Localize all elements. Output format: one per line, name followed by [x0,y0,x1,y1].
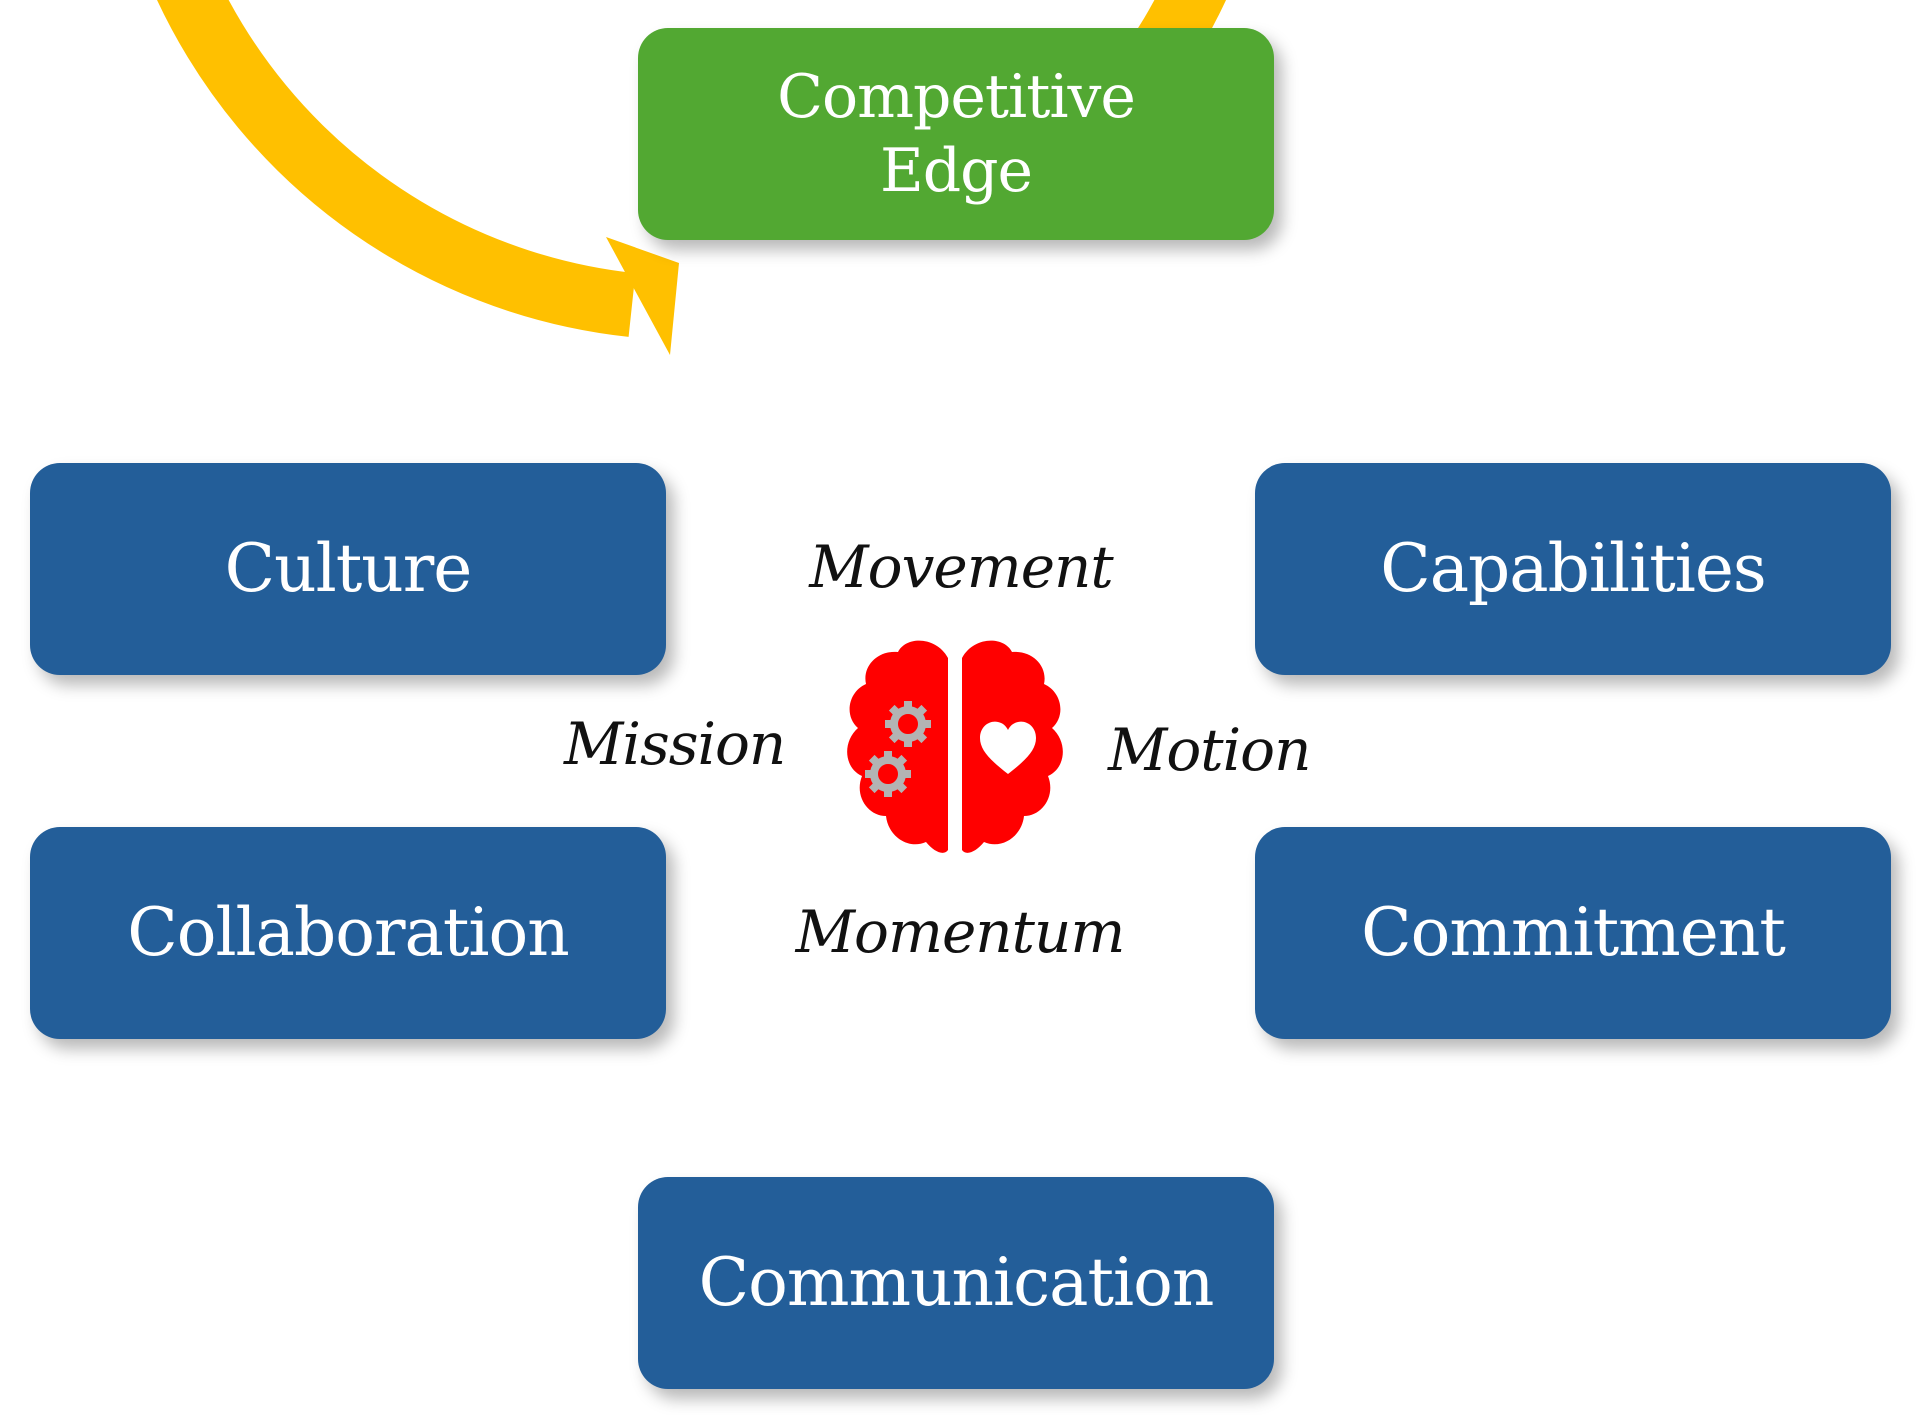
communication-label: Communication [698,1244,1215,1321]
culture-box: Culture [30,463,666,675]
capabilities-label: Capabilities [1380,530,1767,607]
communication-box: Communication [638,1177,1274,1389]
culture-label: Culture [224,530,473,607]
brain-left-hemisphere [847,640,948,853]
cycle-arrowhead [606,237,679,355]
collaboration-label: Collaboration [127,894,570,971]
collaboration-box: Collaboration [30,827,666,1039]
gear-icon-lower [865,751,911,797]
brain-gears-heart-icon [847,640,1063,853]
motion-word: Motion [1108,716,1311,784]
commitment-label: Commitment [1361,894,1786,971]
cycle-ring [157,0,1226,337]
competitive-edge-label: Competitive Edge [777,62,1136,206]
competitive-edge-box: Competitive Edge [638,28,1274,240]
mission-word: Mission [564,710,786,778]
movement-word: Movement [809,533,1113,601]
heart-icon [980,721,1036,774]
momentum-word: Momentum [795,898,1126,966]
commitment-box: Commitment [1255,827,1891,1039]
capabilities-box: Capabilities [1255,463,1891,675]
gear-icon-upper [885,701,931,747]
